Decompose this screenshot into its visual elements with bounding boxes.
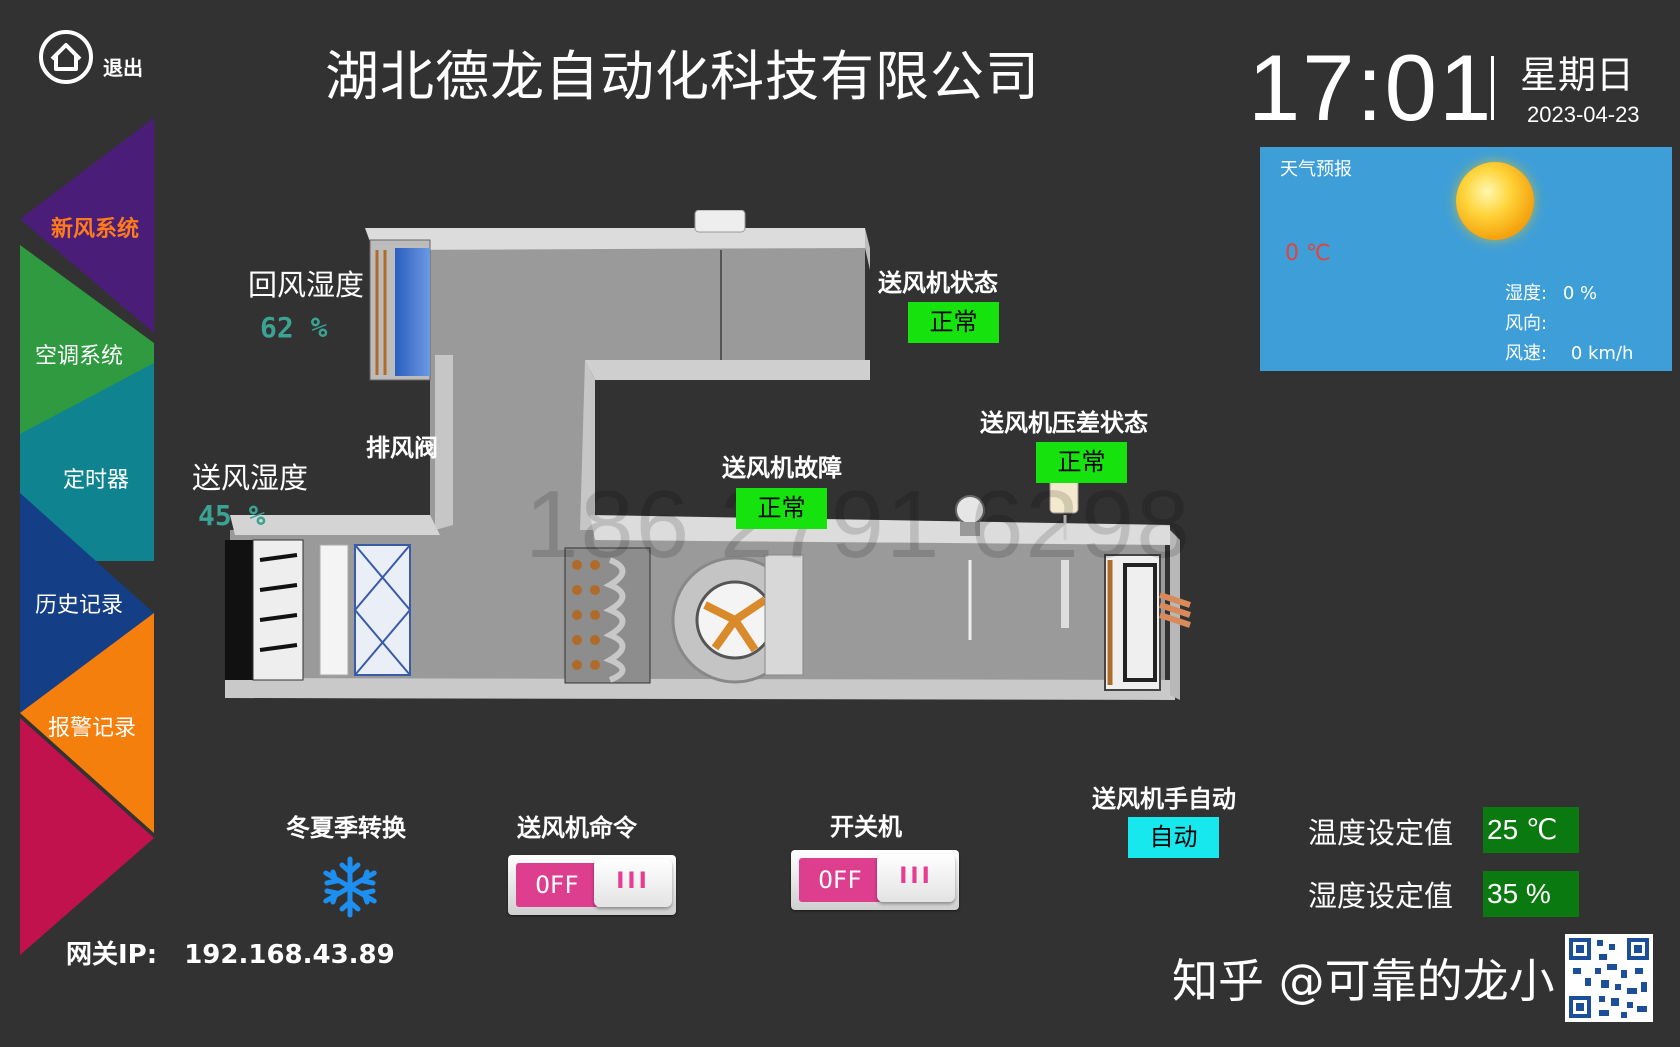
exit-button-label[interactable]: 退出 [103, 56, 143, 80]
nav-shape-timer[interactable] [20, 363, 154, 561]
return-humidity-label: 回风湿度 [248, 268, 365, 302]
date: 2023-04-23 [1527, 102, 1640, 127]
nav-shape-fresh-air[interactable] [20, 118, 154, 333]
fan-fault-label: 送风机故障 [722, 454, 842, 482]
weather-wind-dir-row: 风向: [1505, 309, 1557, 335]
weather-title: 天气预报 [1280, 159, 1352, 180]
supply-humidity-label: 送风湿度 [192, 461, 309, 495]
temp-setpoint-label: 温度设定值 [1308, 816, 1454, 850]
weather-wind-dir-label: 风向: [1505, 313, 1548, 334]
fan-dp-badge: 正常 [1036, 442, 1127, 483]
fan-mode-button[interactable]: 自动 [1128, 817, 1219, 858]
weather-humidity-row: 湿度: 0 % [1505, 279, 1597, 305]
fan-status-badge: 正常 [908, 302, 999, 343]
qr-code-icon [1565, 934, 1653, 1022]
gateway-value: 192.168.43.89 [184, 940, 395, 970]
clock-divider [1491, 56, 1494, 120]
supply-humidity-value: 45 % [198, 499, 266, 532]
side-nav [20, 118, 154, 955]
home-exit-icon[interactable] [36, 27, 96, 87]
fan-command-state: OFF [516, 863, 598, 907]
clock-time: 17:01 [1248, 35, 1494, 140]
fan-dp-label: 送风机压差状态 [980, 409, 1148, 437]
season-switch-label: 冬夏季转换 [286, 814, 406, 842]
fan-command-label: 送风机命令 [517, 814, 637, 842]
weekday: 星期日 [1520, 53, 1635, 97]
gateway-ip: 网关IP: 192.168.43.89 [66, 934, 395, 971]
snowflake-icon[interactable] [318, 855, 382, 919]
company-title: 湖北德龙自动化科技有限公司 [325, 45, 1040, 108]
hum-setpoint-value[interactable]: 35 % [1483, 871, 1579, 917]
power-state: OFF [799, 858, 881, 902]
nav-item-timer[interactable]: 定时器 [63, 468, 130, 493]
watermark-phone: 186 2791 6298 [525, 471, 1192, 578]
fan-command-toggle[interactable]: OFF III [508, 855, 676, 915]
weather-panel: 天气预报 0 ℃ 湿度: 0 % 风向: 风速: 0 km/h [1260, 147, 1672, 371]
zhihu-watermark: 知乎 @可靠的龙小 [1172, 954, 1555, 1008]
weather-wind-speed-value: 0 km/h [1570, 343, 1634, 364]
hum-setpoint-label: 湿度设定值 [1308, 879, 1454, 913]
temp-setpoint-value[interactable]: 25 ℃ [1483, 807, 1579, 853]
gateway-label: 网关IP: [66, 940, 158, 970]
fan-mode-label: 送风机手自动 [1092, 785, 1236, 813]
nav-shape-extra[interactable] [20, 718, 154, 955]
ahu-diagram [225, 210, 1191, 700]
sun-icon [1456, 162, 1534, 240]
weather-wind-speed-row: 风速: 0 km/h [1505, 339, 1633, 365]
return-humidity-value: 62 % [260, 311, 328, 344]
weather-humidity-label: 湿度: [1505, 283, 1548, 304]
power-toggle[interactable]: OFF III [791, 850, 959, 910]
nav-item-alarm[interactable]: 报警记录 [48, 716, 137, 741]
weather-humidity-value: 0 % [1562, 283, 1598, 304]
weather-wind-speed-label: 风速: [1505, 343, 1548, 364]
power-knob[interactable]: III [877, 854, 955, 902]
weather-temperature: 0 ℃ [1285, 241, 1331, 266]
fan-status-label: 送风机状态 [878, 269, 998, 297]
fan-fault-badge: 正常 [736, 488, 827, 529]
nav-item-fresh-air[interactable]: 新风系统 [51, 217, 140, 242]
nav-item-history[interactable]: 历史记录 [35, 593, 124, 618]
fan-command-knob[interactable]: III [594, 859, 672, 907]
power-label: 开关机 [830, 813, 902, 841]
nav-shape-alarm[interactable] [20, 613, 154, 833]
exhaust-damper-label: 排风阀 [366, 434, 438, 462]
nav-item-ac-system[interactable]: 空调系统 [35, 344, 124, 369]
